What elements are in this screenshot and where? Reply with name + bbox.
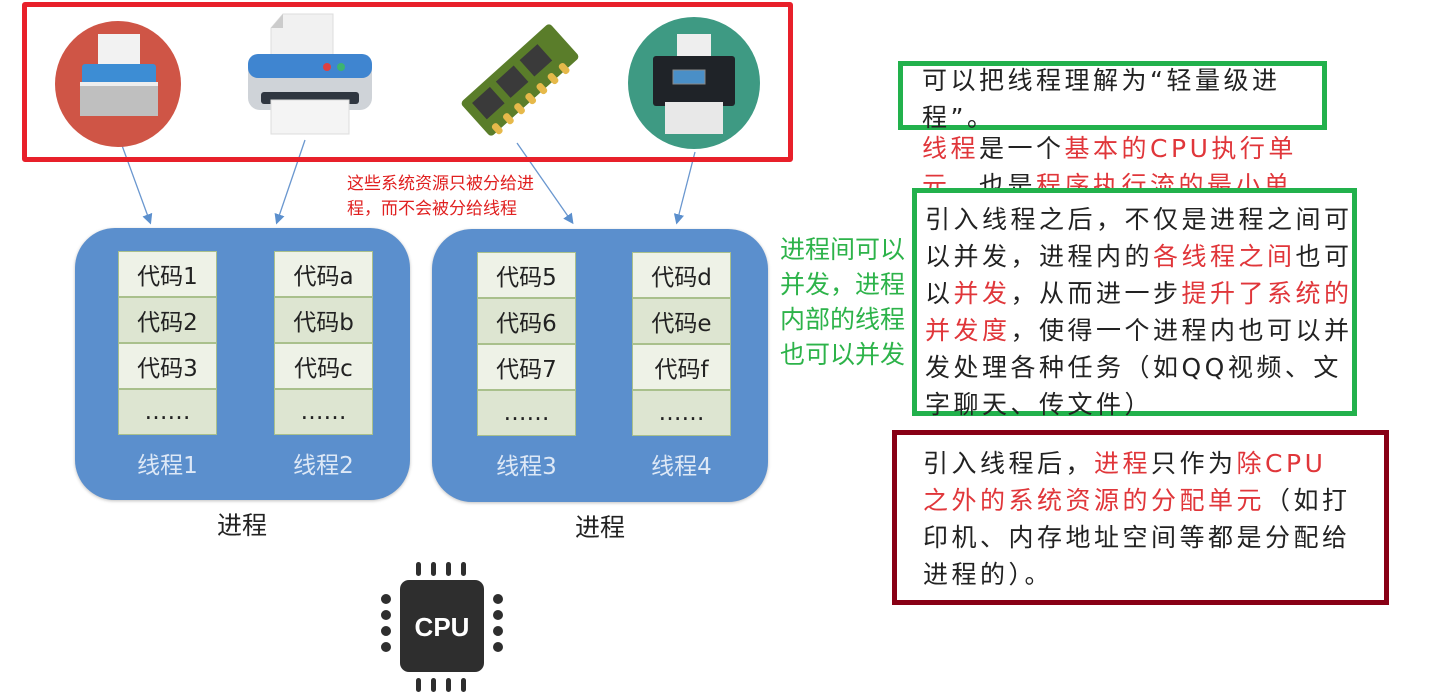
cpu-label: CPU [415,612,470,642]
system-resources-box [22,2,793,162]
arrow [274,139,306,225]
allocation-arrows [119,139,696,225]
process-label: 进程 [575,513,626,542]
lightweight-box [898,61,1327,130]
fax-printer-icon [55,21,181,147]
highlight: 程序执行流的最小单位 [1036,171,1293,188]
arrow [119,139,153,225]
process-block: 代码1 代码2 代码3 …… 线程1 代码a 代码b 代码c …… 线程2 [75,228,410,500]
code-cell: 代码6 [477,298,576,344]
code-cell: 代码7 [477,344,576,390]
process-label: 进程 [217,511,268,540]
code-cell: 代码d [632,252,731,298]
thread-column: 代码5 代码6 代码7 …… [477,252,576,436]
code-cell: 代码f [632,344,731,390]
memory-ram-icon [461,24,579,136]
code-cell: …… [632,390,731,436]
code-cell: 代码5 [477,252,576,298]
text: 引入线程后， [923,449,1095,478]
concurrency-text: 引入线程之后，不仅是进程之间可以并发，进程内的各线程之间也可以并发，从而进一步提… [925,201,1353,423]
text: 也可以 [925,242,1353,308]
printer-icon [248,13,372,135]
inkjet-printer-icon [628,17,760,149]
highlight: 并发 [953,279,1011,308]
code-cell: 代码2 [118,297,217,343]
text: ，也是 [950,171,1037,188]
thread-label: 线程3 [496,454,557,480]
code-cell: …… [118,389,217,435]
code-cell: 代码1 [118,251,217,297]
thread-column: 代码a 代码b 代码c …… [274,251,373,435]
code-cell: 代码b [274,297,373,343]
text: （如打印机、内存地址空间等都是分配给进程的）。 [923,486,1351,589]
highlight: 除CPU之外的系统资源的分配单元 [923,449,1327,515]
highlight: 提升了系统的并发度 [925,279,1353,345]
concurrency-note: 进程间可以并发，进程内部的线程也可以并发 [780,235,906,369]
lightweight-text: 可以把线程理解为“轻量级进程”。 [922,66,1281,132]
thread-column: 代码d 代码e 代码f …… [632,252,731,436]
text: ，从而进一步 [1010,279,1182,308]
resource-allocation-note: 这些系统资源只被分给进程，而不会被分给线程 [347,174,534,219]
code-cell: 代码3 [118,343,217,389]
highlight: 线程 [922,134,980,163]
code-cell: 代码a [274,251,373,297]
code-cell: …… [274,389,373,435]
arrow [673,151,696,225]
text: ，使得一个进程内也可以并发处理各种任务（如QQ视频、文字聊天、传文件） [925,316,1353,419]
allocation-box: 引入线程后，进程只作为除CPU之外的系统资源的分配单元（如打印机、内存地址空间等… [892,430,1389,605]
cpu-icon: CPU [381,562,503,692]
code-cell: 代码c [274,343,373,389]
allocation-text: 引入线程后，进程只作为除CPU之外的系统资源的分配单元（如打印机、内存地址空间等… [923,445,1353,593]
text: 只作为 [1151,449,1237,478]
concurrency-box: 引入线程之后，不仅是进程之间可以并发，进程内的各线程之间也可以并发，从而进一步提… [912,188,1357,419]
thread-label: 线程4 [651,454,712,480]
thread-label: 线程2 [293,453,354,479]
thread-label: 线程1 [137,453,198,479]
highlight: 基本的CPU执行单元 [922,134,1297,188]
code-cell: 代码e [632,298,731,344]
highlight: 进程 [1094,449,1152,478]
process-block: 代码5 代码6 代码7 …… 线程3 代码d 代码e 代码f …… 线程4 [432,229,768,502]
text: 引入线程之后，不仅是进程之间可以并发，进程内的 [925,205,1353,271]
code-cell: …… [477,390,576,436]
thread-column: 代码1 代码2 代码3 …… [118,251,217,435]
arrow [516,142,574,225]
text: 是一个 [979,134,1065,163]
highlight: 各线程之间 [1153,242,1296,271]
thread-definition: 线程是一个基本的CPU执行单元，也是程序执行流的最小单位。 [922,130,1342,188]
